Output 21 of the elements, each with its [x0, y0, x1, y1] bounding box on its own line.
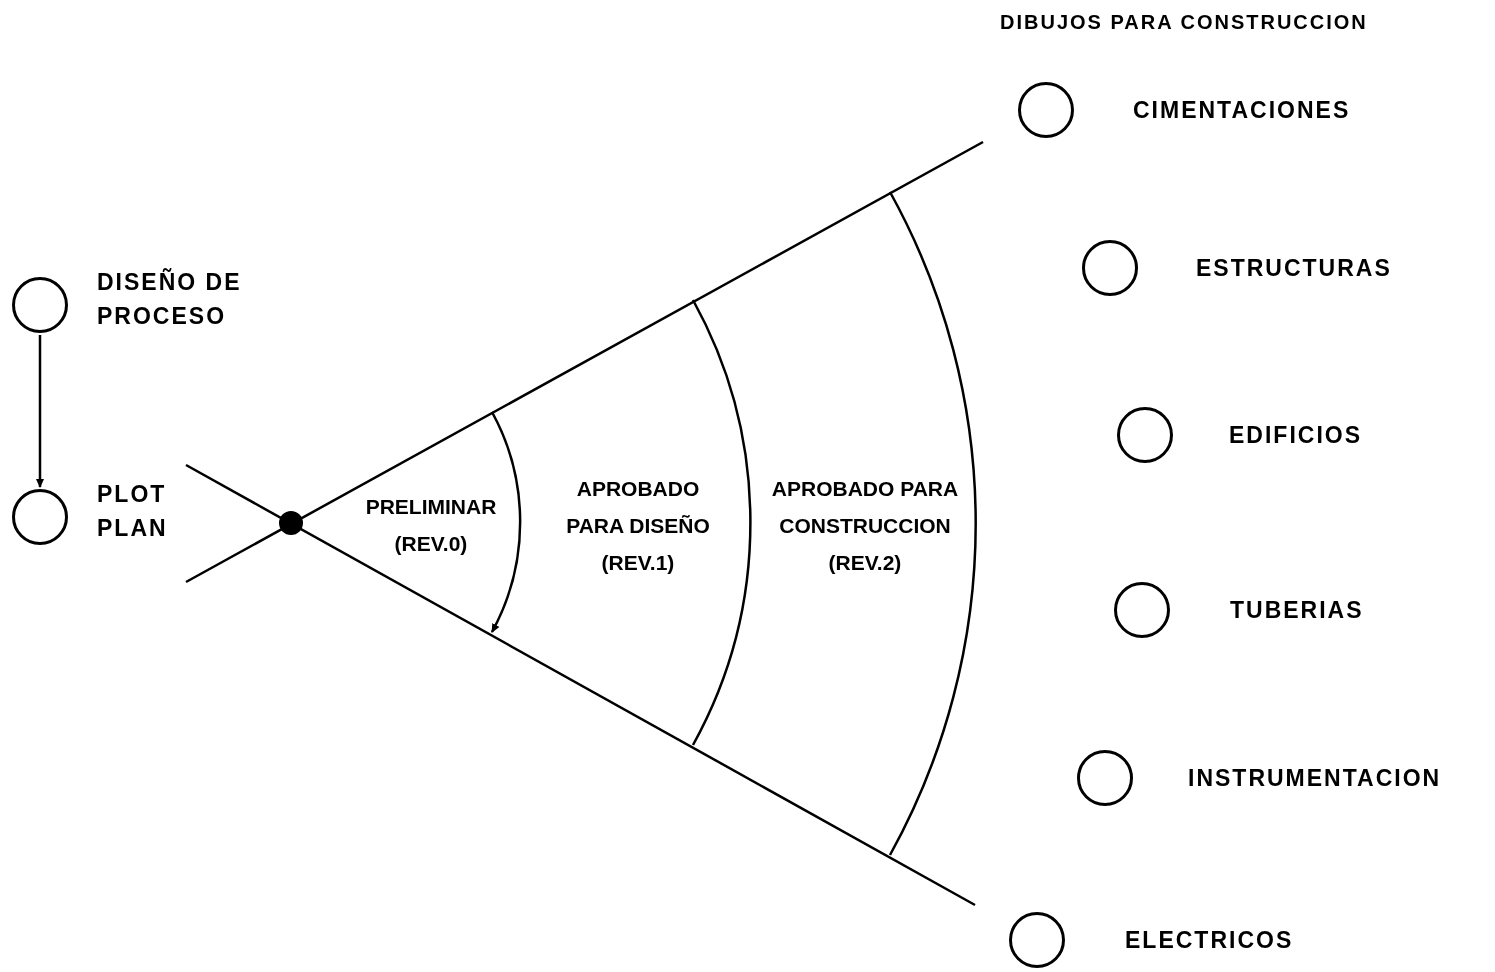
node-caption: ELECTRICOS	[1125, 926, 1294, 955]
node-caption: PLOT PLAN	[97, 480, 169, 543]
node-caption: ESTRUCTURAS	[1196, 254, 1392, 283]
circle-node	[1114, 582, 1170, 638]
node-caption: CIMENTACIONES	[1133, 96, 1351, 125]
node-caption: EDIFICIOS	[1229, 421, 1362, 450]
column-heading: DIBUJOS PARA CONSTRUCCION	[1000, 10, 1369, 35]
stage-label: APROBADO PARA DISEÑO (REV.1)	[565, 476, 711, 576]
circle-node	[1009, 912, 1065, 968]
node-caption: INSTRUMENTACION	[1188, 764, 1442, 793]
stage-label: APROBADO PARA CONSTRUCCION (REV.2)	[770, 476, 960, 576]
circle-node	[12, 489, 68, 545]
circle-node	[1082, 240, 1138, 296]
arrow	[36, 335, 44, 488]
circle-node	[1018, 82, 1074, 138]
stage-label: PRELIMINAR (REV.0)	[364, 494, 498, 557]
node-caption: DISEÑO DE PROCESO	[97, 267, 243, 331]
circle-node	[12, 277, 68, 333]
circle-node	[1117, 407, 1173, 463]
node-caption: TUBERIAS	[1230, 596, 1364, 625]
circle-node	[1077, 750, 1133, 806]
